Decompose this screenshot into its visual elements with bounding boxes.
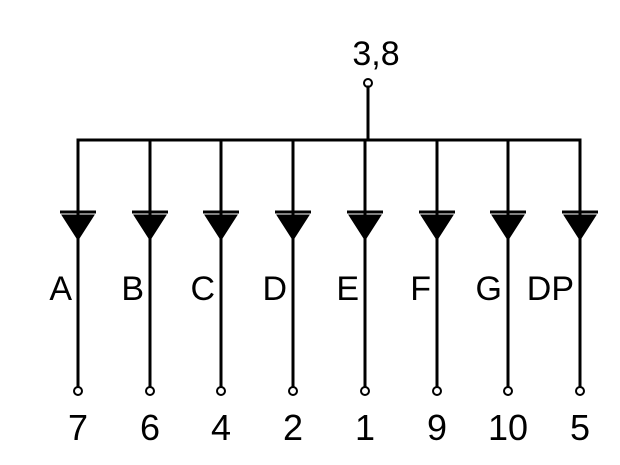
diode-leg-g: G 10: [476, 138, 528, 448]
pin-number-2: 2: [283, 407, 303, 448]
pin-terminal-5: [575, 386, 585, 396]
segment-label-b: B: [121, 270, 144, 308]
diode-g-triangle: [491, 214, 525, 241]
diode-d-triangle: [276, 214, 310, 241]
pin-number-1: 1: [355, 407, 375, 448]
pin-terminal-2: [288, 386, 298, 396]
segment-label-g: G: [476, 270, 502, 308]
pin-terminal-1: [360, 386, 370, 396]
pin-terminal-6: [145, 386, 155, 396]
diode-c-triangle: [204, 214, 238, 241]
pin-terminal-10: [503, 386, 513, 396]
segment-label-dp: DP: [527, 270, 574, 308]
diode-leg-e: E1: [336, 138, 383, 448]
diode-a-triangle: [61, 214, 95, 241]
diode-e-triangle: [348, 214, 382, 241]
pin-number-4: 4: [211, 407, 231, 448]
diode-leg-f: F9: [410, 138, 455, 448]
diode-f-triangle: [420, 214, 454, 241]
pin-terminal-4: [216, 386, 226, 396]
segment-label-d: D: [262, 270, 287, 308]
diode-leg-c: C4: [190, 138, 239, 448]
pin-number-5: 5: [570, 407, 590, 448]
pin-terminal-7: [73, 386, 83, 396]
diode-leg-b: B6: [121, 138, 168, 448]
segment-label-f: F: [410, 270, 431, 308]
pin-number-7: 7: [68, 407, 88, 448]
diode-dp-triangle: [563, 214, 597, 241]
pin-number-9: 9: [427, 407, 447, 448]
segment-label-e: E: [336, 270, 359, 308]
diode-leg-d: D2: [262, 138, 311, 448]
diode-b-triangle: [133, 214, 167, 241]
pin-number-10: 10: [488, 407, 528, 448]
diode-leg-a: A7: [49, 138, 96, 448]
segment-label-c: C: [190, 270, 215, 308]
common-pin-label: 3,8: [352, 35, 399, 73]
pin-terminal-9: [432, 386, 442, 396]
pin-number-6: 6: [140, 407, 160, 448]
segment-label-a: A: [49, 270, 72, 308]
diode-leg-dp: DP 5: [527, 138, 598, 448]
